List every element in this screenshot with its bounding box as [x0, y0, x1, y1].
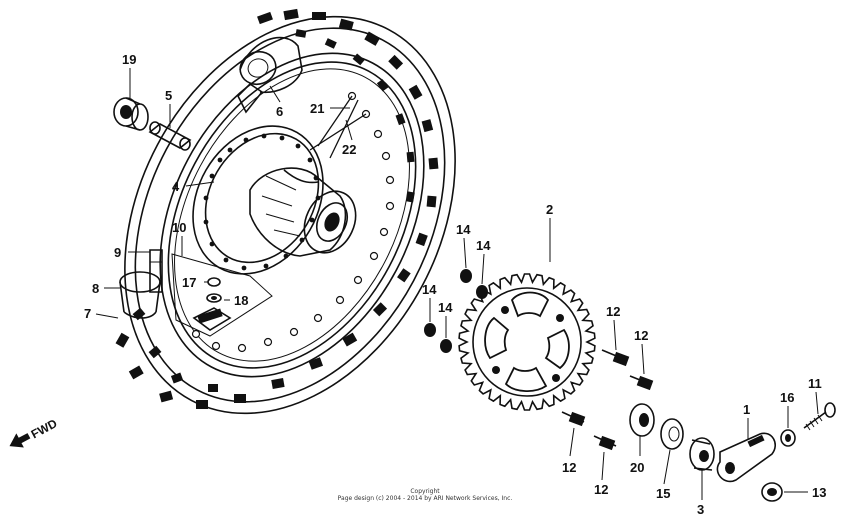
- label-11: 11: [808, 376, 822, 391]
- label-14-d: 14: [438, 300, 453, 315]
- copyright-line-1: Copyright: [410, 488, 440, 495]
- distance-collar-5: [148, 121, 192, 151]
- adjust-bolt-11: [803, 402, 836, 431]
- label-17: 17: [182, 275, 196, 290]
- hub: [192, 125, 357, 275]
- label-15: 15: [656, 486, 670, 501]
- label-12-d: 12: [594, 482, 608, 497]
- nut-14-b: [476, 285, 488, 299]
- bolt-12-a: [601, 349, 630, 367]
- axle-nut-13: [761, 482, 783, 502]
- label-3: 3: [697, 502, 704, 517]
- label-18: 18: [234, 293, 248, 308]
- label-22: 22: [342, 142, 356, 157]
- spokes: [309, 95, 367, 159]
- nut-14-d: [440, 339, 452, 353]
- sprocket-windows: [484, 291, 570, 392]
- spoke-nipples: [191, 91, 395, 353]
- label-12-b: 12: [634, 328, 648, 343]
- bolt-12-d: [593, 435, 617, 451]
- forward-arrow: FWD: [9, 416, 60, 448]
- bolt-12-b: [629, 375, 654, 391]
- tube-8: [119, 271, 161, 319]
- label-12-a: 12: [606, 304, 620, 319]
- tread-blocks: [115, 8, 439, 409]
- label-5: 5: [165, 88, 172, 103]
- label-1: 1: [743, 402, 750, 417]
- label-7: 7: [84, 306, 91, 321]
- label-10: 10: [172, 220, 186, 235]
- bearing-20: [629, 403, 655, 437]
- fwd-arrow-icon: [9, 433, 31, 448]
- label-2: 2: [546, 202, 553, 217]
- valve-9: [149, 249, 163, 293]
- rim-lock-group-10: [171, 253, 273, 337]
- bearing-19: [113, 97, 149, 131]
- label-12-c: 12: [562, 460, 576, 475]
- oil-seal-15: [660, 418, 684, 450]
- label-21: 21: [310, 101, 324, 116]
- rim-band-6: [237, 36, 303, 114]
- leader-lines: [95, 68, 819, 500]
- fwd-label: FWD: [29, 416, 60, 441]
- label-9: 9: [114, 245, 121, 260]
- sprocket-2: [458, 273, 596, 411]
- nut-14-a: [460, 269, 472, 283]
- label-6: 6: [276, 104, 283, 119]
- collar-3: [689, 437, 715, 471]
- copyright-line-2: Page design (c) 2004 - 2014 by ARI Netwo…: [337, 495, 513, 502]
- label-20: 20: [630, 460, 644, 475]
- bolt-12-c: [561, 411, 586, 427]
- part-labels: 19 5 6 21 22 4 10 9 8 7 17 18 2 14 14 14…: [84, 52, 826, 517]
- label-14-c: 14: [422, 282, 437, 297]
- label-4: 4: [172, 179, 180, 194]
- label-14-a: 14: [456, 222, 471, 237]
- chain-adjuster-1: [716, 432, 776, 483]
- tire: [115, 8, 456, 415]
- label-13: 13: [812, 485, 826, 500]
- label-19: 19: [122, 52, 136, 67]
- label-8: 8: [92, 281, 99, 296]
- nut-14-c: [424, 323, 436, 337]
- label-14-b: 14: [476, 238, 491, 253]
- label-16: 16: [780, 390, 794, 405]
- nut-16: [780, 429, 796, 447]
